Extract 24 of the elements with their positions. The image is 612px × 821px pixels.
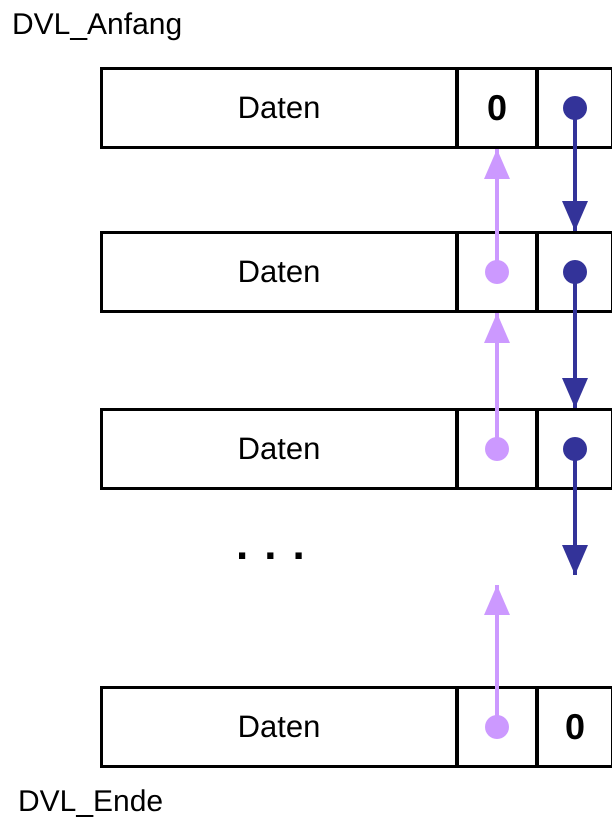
pointer-arrow xyxy=(484,149,510,284)
pointer-field xyxy=(456,67,538,149)
pointer-arrow xyxy=(484,313,510,461)
pointer-arrow xyxy=(562,96,588,231)
pointer-arrow xyxy=(484,585,510,739)
pointer-field xyxy=(536,686,612,768)
pointer-field xyxy=(536,67,612,149)
pointer-arrow xyxy=(562,437,588,575)
pointer-arrow xyxy=(562,260,588,408)
null-pointer-value: 0 xyxy=(486,87,508,129)
data-field xyxy=(100,408,458,490)
list-head-label: DVL_Anfang xyxy=(12,8,182,42)
null-pointer-value: 0 xyxy=(564,706,586,748)
field-label: Daten xyxy=(238,709,320,745)
field-label: Daten xyxy=(238,90,320,126)
pointer-field xyxy=(536,408,612,490)
field-label: Daten xyxy=(238,431,320,467)
list-tail-label: DVL_Ende xyxy=(18,785,164,819)
data-field xyxy=(100,67,458,149)
pointer-field xyxy=(536,231,612,313)
data-field xyxy=(100,686,458,768)
ellipsis: ... xyxy=(236,520,321,570)
data-field xyxy=(100,231,458,313)
field-label: Daten xyxy=(238,254,320,290)
